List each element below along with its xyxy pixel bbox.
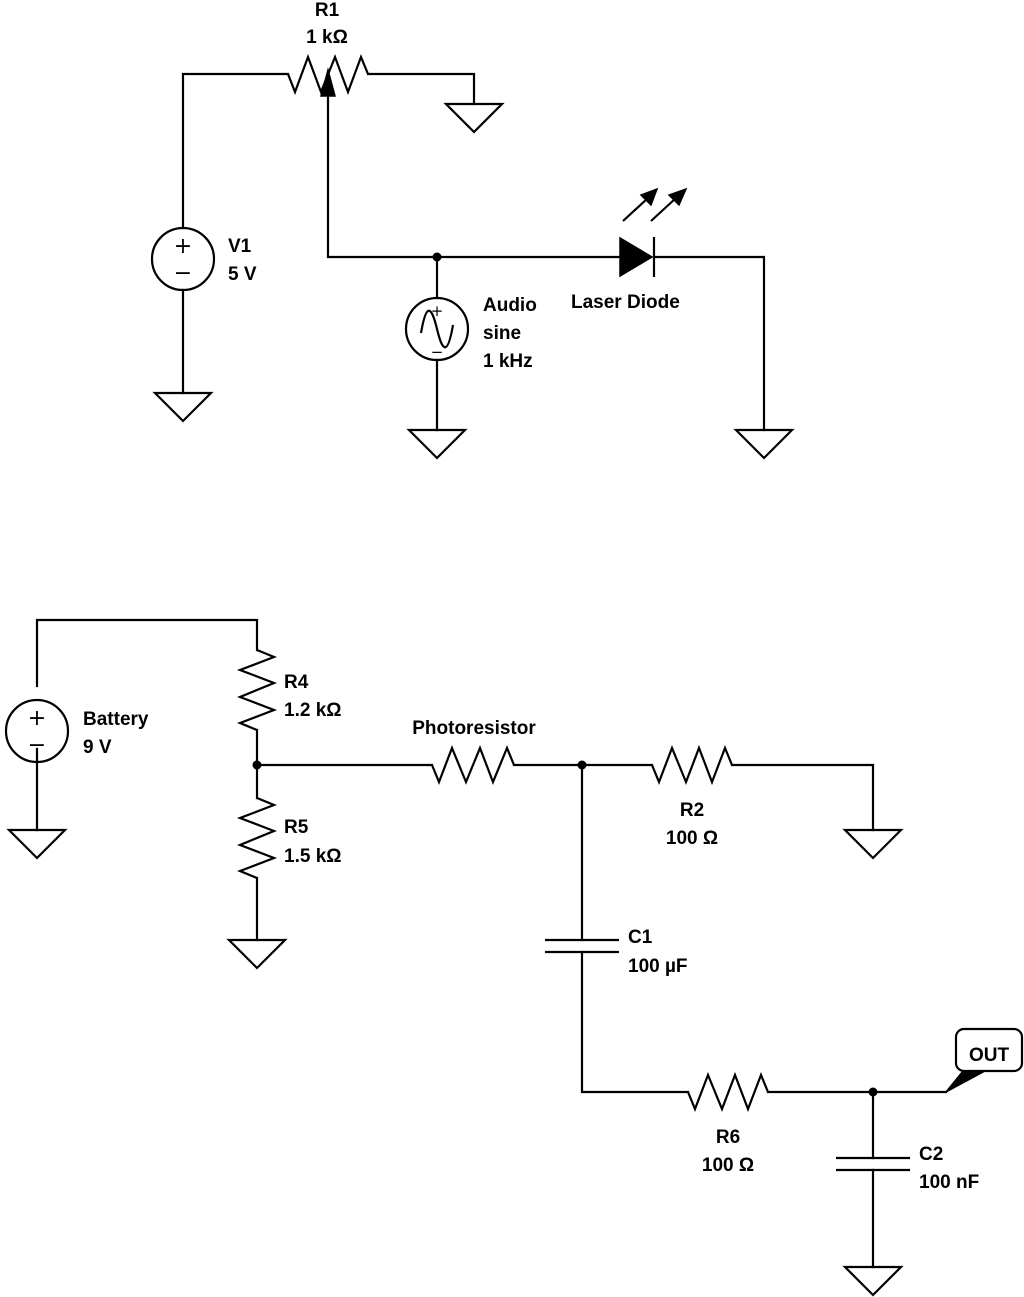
resistor-zigzag: [650, 744, 734, 786]
r2-value-label: 100 Ω: [666, 828, 718, 849]
laser-diode: Laser Diode: [571, 187, 688, 313]
ground-icon: [406, 428, 468, 460]
r6-name-label: R6: [716, 1127, 740, 1148]
junction-node: [432, 252, 442, 262]
ground-icon: [226, 938, 288, 970]
emission-arrow-icon: [622, 197, 649, 222]
wire-wiper-to-node: [326, 94, 622, 259]
plus-symbol: +: [174, 234, 192, 259]
source-circle: [150, 226, 216, 292]
resistor-zigzag: [236, 796, 278, 880]
audio-label-line2: sine: [483, 323, 521, 344]
ground-icon: [842, 1265, 904, 1297]
r6-value-label: 100 Ω: [702, 1155, 754, 1176]
photoresistor: Photoresistor: [412, 718, 536, 785]
out-port: OUT: [945, 1027, 1024, 1093]
junction-node: [577, 760, 587, 770]
minus-symbol: −: [174, 261, 192, 286]
audio-label-line1: Audio: [483, 295, 537, 316]
c1-name-label: C1: [628, 927, 653, 948]
capacitor-c1: C1 100 µF: [545, 927, 688, 977]
wire-diode-to-ground: [652, 255, 766, 432]
circuit-2: + − Battery 9 V R4 1.2 kΩ R5 1.5 kΩ Phot…: [4, 618, 1024, 1297]
junction-node: [868, 1087, 878, 1097]
minus-symbol: −: [431, 343, 444, 361]
potentiometer-r1: R1 1 kΩ: [286, 0, 370, 97]
voltage-source-v1: + − V1 5 V: [150, 226, 257, 292]
audio-sine-source: + − Audio sine 1 kHz: [404, 295, 537, 372]
resistor-zigzag: [430, 745, 516, 785]
battery-source: + − Battery 9 V: [4, 698, 149, 764]
resistor-r5: R5 1.5 kΩ: [236, 796, 342, 880]
r1-value-label: 1 kΩ: [306, 27, 348, 48]
emission-arrowhead-icon: [667, 187, 688, 207]
r4-value-label: 1.2 kΩ: [284, 700, 342, 721]
out-port-box: [954, 1027, 1024, 1073]
ground-icon: [6, 828, 68, 860]
ground-icon: [733, 428, 795, 460]
c2-name-label: C2: [919, 1144, 943, 1165]
r5-name-label: R5: [284, 817, 309, 838]
out-port-pointer-icon: [945, 1070, 986, 1093]
emission-arrowhead-icon: [639, 187, 659, 207]
source-circle: [404, 296, 470, 362]
junction-node: [252, 760, 262, 770]
audio-label-line3: 1 kHz: [483, 351, 533, 372]
v1-value-label: 5 V: [228, 264, 257, 285]
resistor-r4: R4 1.2 kΩ: [236, 648, 342, 732]
resistor-zigzag: [236, 648, 278, 732]
wire-battery-top-to-r4: [35, 618, 259, 688]
r1-name-label: R1: [315, 0, 340, 21]
capacitor-c2: C2 100 nF: [836, 1144, 979, 1193]
wire-r2-to-ground: [730, 763, 875, 832]
c2-value-label: 100 nF: [919, 1172, 979, 1193]
resistor-r2: R2 100 Ω: [650, 744, 734, 849]
minus-symbol: −: [28, 733, 46, 758]
sine-wave-icon: [419, 309, 455, 349]
ground-icon: [842, 828, 904, 860]
wire-c1-to-r6: [580, 950, 690, 1094]
r4-name-label: R4: [284, 672, 309, 693]
laser-diode-label: Laser Diode: [571, 292, 680, 313]
v1-name-label: V1: [228, 236, 252, 257]
ground-icon: [443, 102, 505, 134]
ground-icon: [152, 391, 214, 423]
resistor-zigzag: [686, 1071, 770, 1113]
wiper-arrow-icon: [320, 67, 336, 97]
r5-value-label: 1.5 kΩ: [284, 846, 342, 867]
wire-v1-top-to-r1: [181, 72, 290, 230]
emission-arrow-icon: [650, 197, 677, 222]
photoresistor-label: Photoresistor: [412, 718, 536, 739]
battery-value-label: 9 V: [83, 737, 112, 758]
source-circle: [4, 698, 70, 764]
out-port-label: OUT: [969, 1045, 1010, 1066]
plus-symbol: +: [28, 706, 46, 731]
resistor-r6: R6 100 Ω: [686, 1071, 770, 1176]
battery-name-label: Battery: [83, 709, 149, 730]
c1-value-label: 100 µF: [628, 956, 688, 977]
diode-triangle-icon: [619, 236, 654, 278]
r2-name-label: R2: [680, 800, 704, 821]
circuit-1: R1 1 kΩ + − V1 5 V + − Audio sine 1 kHz: [150, 0, 795, 460]
wire-r1-to-ground: [366, 72, 476, 106]
plus-symbol: +: [431, 302, 444, 320]
